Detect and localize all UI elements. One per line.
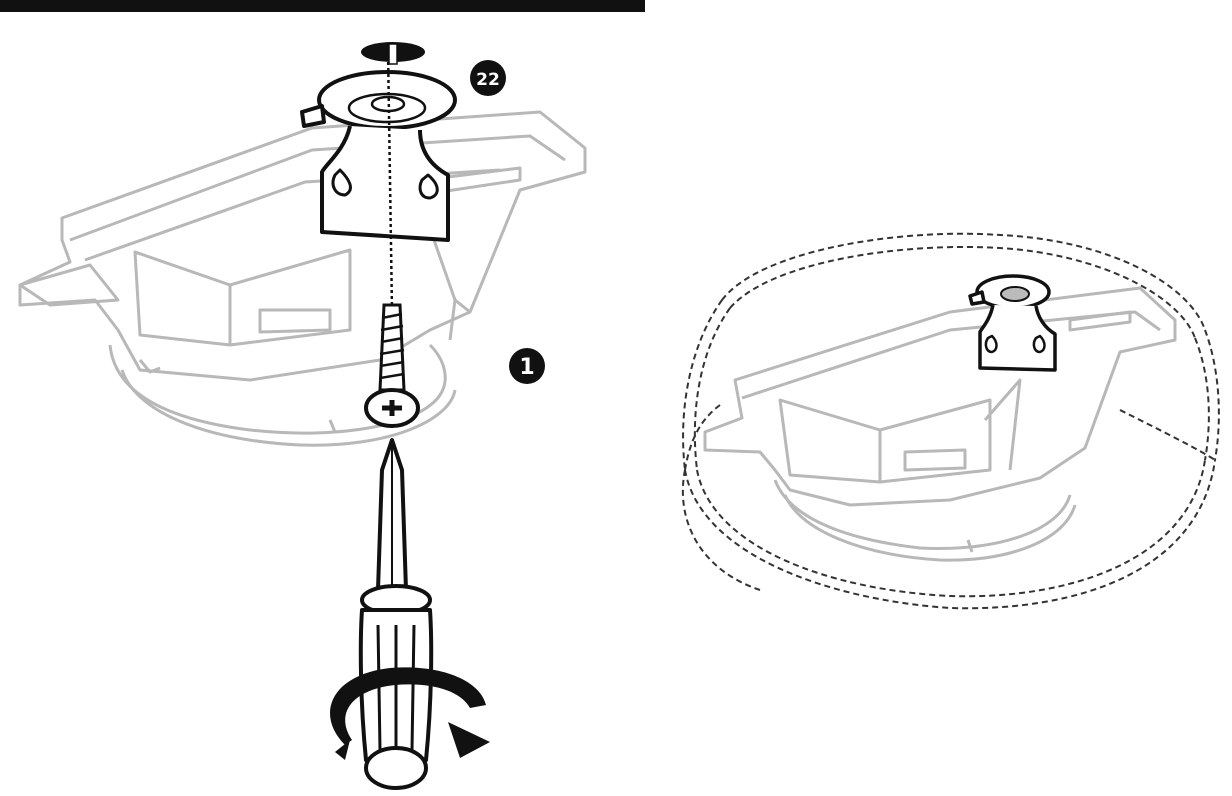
callout-part-22: 22 [470, 60, 506, 96]
clip-part [300, 70, 457, 242]
clip-part-assembled [968, 274, 1057, 372]
svg-text:22: 22 [476, 70, 500, 90]
left-exploded-view: 1 22 [18, 42, 587, 790]
header-rule [0, 0, 645, 12]
screw-icon [364, 303, 420, 428]
mount-bracket [18, 110, 587, 447]
axis-guide [386, 49, 394, 311]
callout-step-one: 1 [509, 348, 545, 384]
rotate-arrow-icon [330, 667, 490, 760]
right-assembled-view [681, 232, 1220, 610]
housing-outline [681, 232, 1220, 610]
mount-bracket-assembled [703, 286, 1177, 562]
svg-text:1: 1 [519, 355, 534, 380]
screwdriver-icon [358, 438, 434, 790]
